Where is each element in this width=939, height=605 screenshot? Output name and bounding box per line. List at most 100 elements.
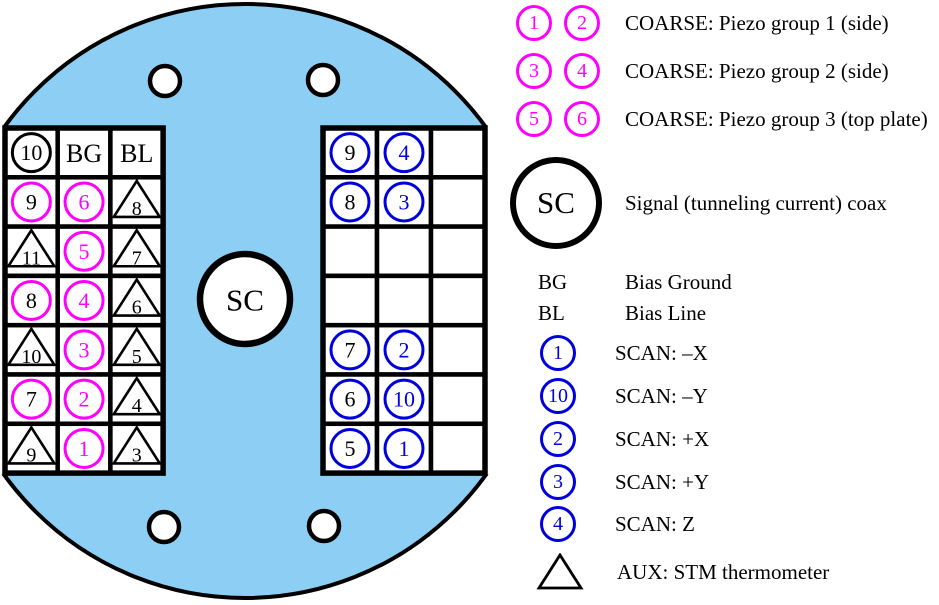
pin-number: 5: [132, 346, 142, 368]
pin-triangle: [5, 326, 57, 367]
grid-label: BG: [66, 139, 102, 168]
coarse-pin-circle: 1: [516, 5, 552, 41]
bolt-hole: [146, 509, 182, 545]
left-grid-border: [2, 125, 166, 476]
legend-label: AUX: STM thermometer: [617, 559, 830, 584]
legend-label: SCAN: +Y: [615, 469, 710, 494]
coarse-pin-circle: 4: [564, 53, 600, 89]
pin-number: 9: [345, 140, 356, 165]
legend-scan-plus-y: 3 SCAN: +Y: [540, 464, 709, 500]
pin-number: 2: [79, 387, 90, 412]
triangle-icon: [536, 553, 584, 590]
pin-number: 5: [79, 239, 90, 264]
pin-number: 10: [20, 140, 42, 165]
pin-number: 10: [393, 387, 415, 412]
legend-label: COARSE: Piezo group 1 (side): [625, 10, 889, 35]
pin-number: 11: [22, 247, 41, 269]
coarse-pin-circle: 6: [564, 101, 600, 137]
pin-triangle: [111, 227, 163, 268]
legend-scan-plus-x: 2 SCAN: +X: [540, 421, 709, 457]
legend-label: SCAN: +X: [615, 426, 710, 451]
pin-number: 6: [79, 189, 90, 214]
pin-triangle: [111, 326, 163, 367]
coarse-pin-circle: 2: [564, 5, 600, 41]
pin-circle: [63, 329, 105, 371]
pin-number: 5: [345, 436, 356, 461]
coarse-pin-circle: 3: [516, 53, 552, 89]
pin-number: 3: [399, 189, 410, 214]
pin-circle: [329, 181, 371, 223]
pin-number: 9: [26, 189, 37, 214]
pin-triangle: [5, 227, 57, 268]
pin-circle: [10, 181, 52, 223]
pin-triangle: [111, 178, 163, 219]
bolt-hole: [147, 63, 183, 99]
coarse-pin-circle: 5: [516, 101, 552, 137]
pin-circle: [63, 378, 105, 420]
sc-coax: [196, 250, 294, 348]
pin-circle: [329, 132, 371, 174]
bolt-hole: [305, 62, 341, 98]
legend-label: SCAN: Z: [615, 511, 695, 536]
pin-number: 8: [345, 189, 356, 214]
scan-pin-circle: 10: [540, 378, 576, 414]
pin-circle: [383, 181, 425, 223]
legend-bias-ground: BG Bias Ground: [538, 270, 732, 295]
pin-circle: [63, 280, 105, 322]
pin-number: 9: [26, 444, 36, 466]
pin-number: 4: [79, 288, 90, 313]
legend-label: Signal (tunneling current) coax: [625, 190, 887, 215]
legend-label: COARSE: Piezo group 3 (top plate): [625, 106, 928, 131]
pin-circle: [329, 427, 371, 469]
sc-coax-icon: SC: [510, 157, 602, 249]
pin-number: 3: [79, 337, 90, 362]
bolt-hole: [306, 508, 342, 544]
pin-circle: [10, 378, 52, 420]
legend-bias-line: BL Bias Line: [538, 301, 706, 326]
pin-circle: [10, 280, 52, 322]
pin-circle: [63, 230, 105, 272]
pin-number: 4: [132, 395, 142, 417]
pin-triangle: [111, 425, 163, 465]
legend-sc: SC Signal (tunneling current) coax: [510, 157, 887, 249]
pin-number: 7: [26, 387, 37, 412]
pin-circle: [383, 132, 425, 174]
scan-pin-circle: 3: [540, 464, 576, 500]
pin-number: 6: [132, 297, 142, 319]
legend-scan-minus-x: 1 SCAN: –X: [540, 335, 708, 371]
legend-label: Bias Line: [625, 301, 707, 325]
scan-pin-circle: 2: [540, 421, 576, 457]
pin-circle: [383, 329, 425, 371]
pin-circle: [383, 378, 425, 420]
legend-label: SCAN: –Y: [615, 383, 708, 408]
pin-triangle: [111, 277, 163, 317]
legend-label: Bias Ground: [625, 270, 732, 294]
pin-number: 7: [345, 337, 356, 362]
pin-triangle: [111, 375, 163, 416]
pin-circle: [10, 132, 52, 174]
pin-triangle: [5, 425, 57, 465]
bias-abbr: BL: [538, 301, 565, 325]
pin-number: 3: [132, 444, 142, 466]
sc-label: SC: [226, 283, 264, 318]
pin-circle: [63, 427, 105, 469]
pin-number: 1: [399, 436, 410, 461]
legend-aux: AUX: STM thermometer: [536, 553, 829, 591]
pin-number: 4: [399, 140, 410, 165]
legend-coarse-group-2: 3 4 COARSE: Piezo group 2 (side): [516, 53, 889, 89]
legend-scan-minus-y: 10 SCAN: –Y: [540, 378, 708, 414]
legend-label: COARSE: Piezo group 2 (side): [625, 58, 889, 83]
bias-abbr: BG: [538, 270, 568, 294]
right-grid-border: [320, 125, 488, 476]
pin-number: 8: [132, 198, 142, 220]
pin-number: 10: [21, 346, 41, 368]
scan-pin-circle: 1: [540, 335, 576, 371]
pin-number: 1: [79, 436, 90, 461]
pin-circle: [383, 427, 425, 469]
grid-label: BL: [120, 139, 153, 168]
legend-coarse-group-1: 1 2 COARSE: Piezo group 1 (side): [516, 5, 889, 41]
pin-number: 2: [399, 337, 410, 362]
legend-scan-z: 4 SCAN: Z: [540, 506, 695, 542]
